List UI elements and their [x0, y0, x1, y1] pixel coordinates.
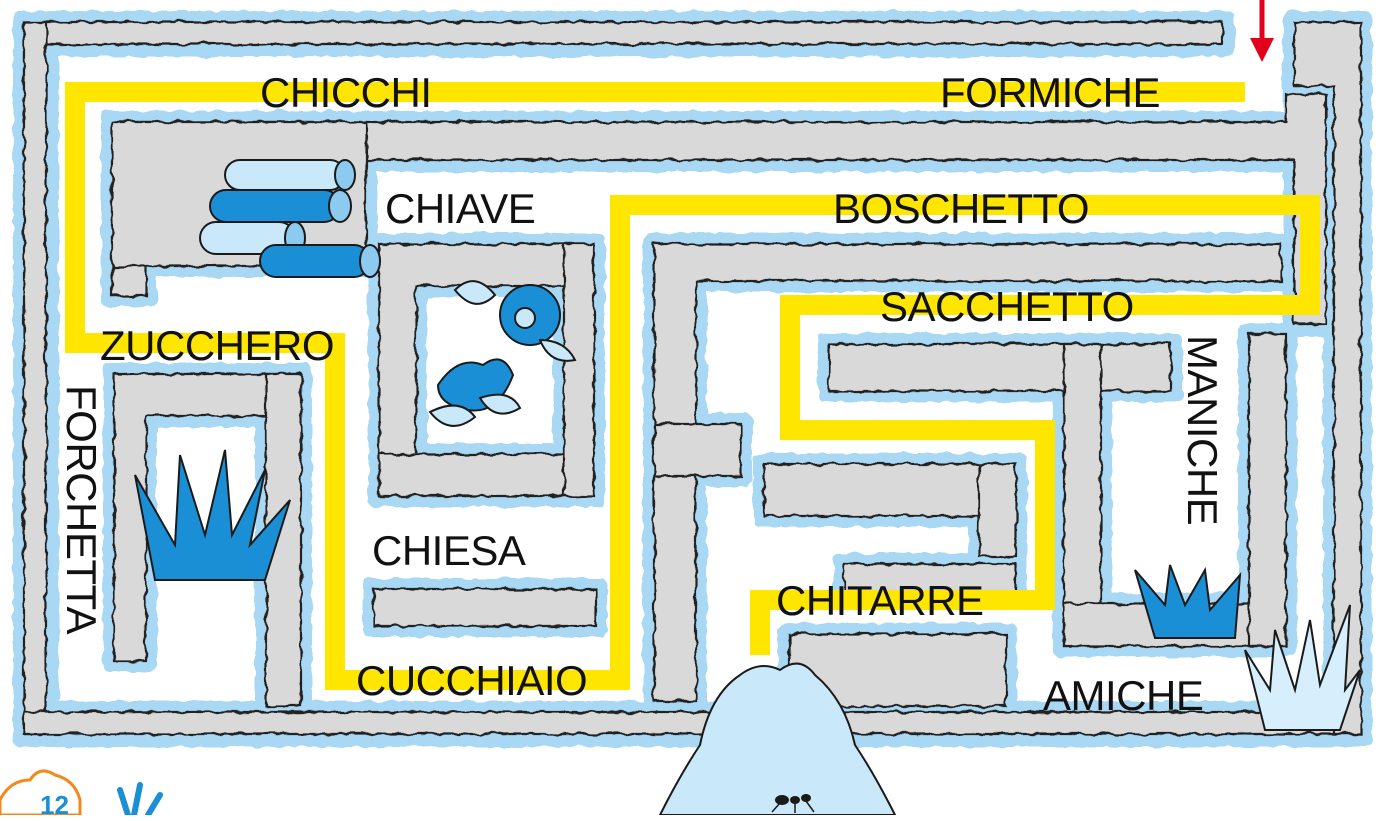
- grass-tuft-light-icon: [1244, 604, 1361, 731]
- word-zucchero: ZUCCHERO: [100, 322, 335, 369]
- word-chiave: CHIAVE: [385, 185, 536, 232]
- grass-tuft-icon: [134, 449, 1242, 639]
- solution-path: [65, 82, 1320, 690]
- word-formiche: FORMICHE: [940, 69, 1161, 116]
- word-cucchiaio: CUCCHIAIO: [356, 657, 588, 704]
- word-chicchi: CHICCHI: [260, 69, 432, 116]
- flower-icon: [428, 280, 577, 427]
- word-chitarre: CHITARRE: [776, 577, 984, 624]
- word-amiche: AMICHE: [1043, 672, 1204, 719]
- word-maniche: MANICHE: [1179, 335, 1226, 526]
- word-boschetto: BOSCHETTO: [833, 185, 1090, 232]
- logs-icon: [199, 159, 381, 278]
- word-chiesa: CHIESA: [372, 527, 526, 574]
- mascot-icon: [0, 769, 163, 815]
- word-forchetta: FORCHETTA: [58, 385, 105, 635]
- word-sacchetto: SACCHETTO: [880, 283, 1134, 330]
- rock-icon: [658, 662, 897, 815]
- start-arrow-icon: [1250, 0, 1274, 62]
- ant-icon: [771, 794, 815, 813]
- page-number: 12: [40, 790, 69, 820]
